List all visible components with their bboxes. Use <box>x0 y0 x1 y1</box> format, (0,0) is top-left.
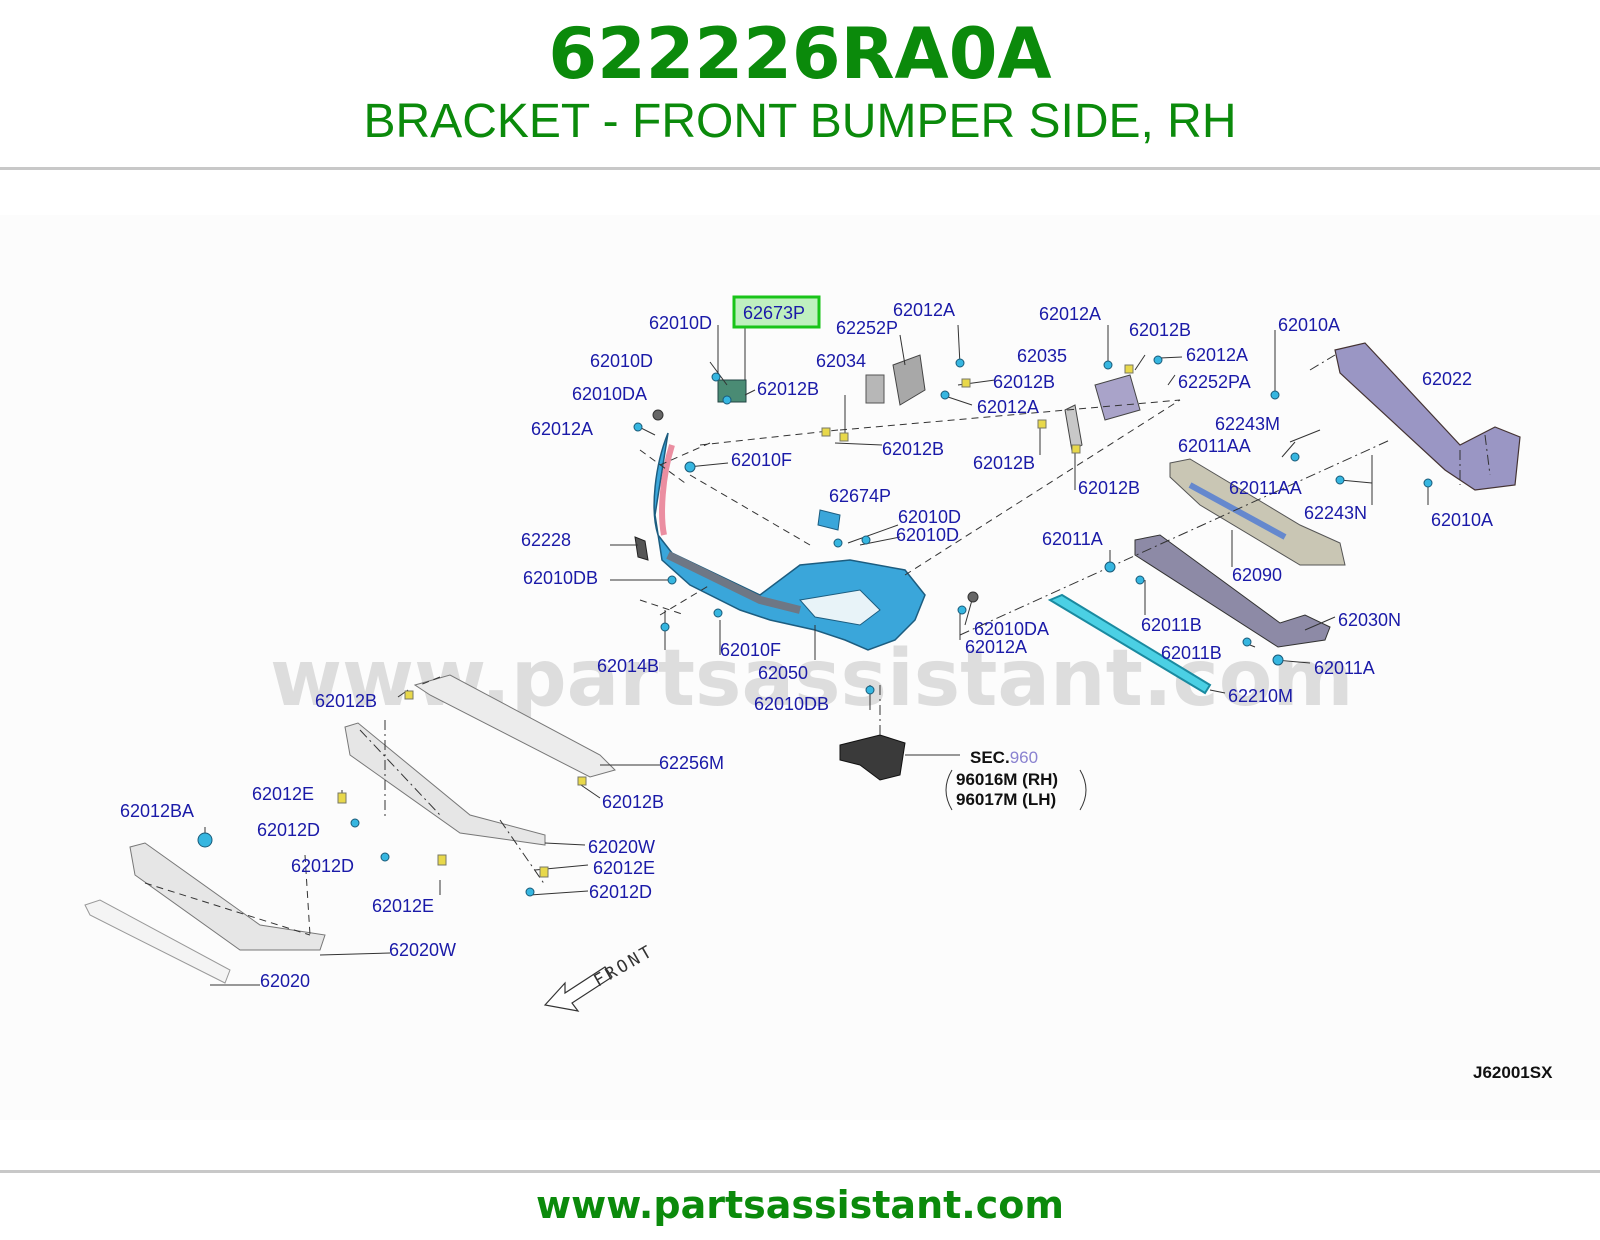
part-label[interactable]: 62243N <box>1304 503 1367 523</box>
exploded-parts-diagram: www.partsassistant.com <box>84 295 1553 1082</box>
part-label[interactable]: 62010DB <box>523 568 598 588</box>
part-label[interactable]: 62674P <box>829 486 891 506</box>
grille-62020w-upper <box>344 722 546 846</box>
footer-url-link[interactable]: www.partsassistant.com <box>536 1183 1064 1227</box>
bracket-62228 <box>634 536 649 561</box>
part-label[interactable]: 62012A <box>965 637 1027 657</box>
part-label[interactable]: 62010A <box>1431 510 1493 530</box>
part-label[interactable]: 62012D <box>589 882 652 902</box>
part-label[interactable]: 62011A <box>1314 658 1375 678</box>
part-label[interactable]: 62011AA <box>1229 478 1302 498</box>
part-label[interactable]: 62228 <box>521 530 571 550</box>
part-label[interactable]: 62020W <box>588 837 655 857</box>
part-label[interactable]: 62090 <box>1232 565 1282 585</box>
part-label[interactable]: 62010F <box>731 450 792 470</box>
highlighted-part-callout[interactable]: 62673P <box>732 295 821 329</box>
front-direction-indicator: FRONT <box>543 941 658 1012</box>
part-label[interactable]: 62020 <box>260 971 310 991</box>
sec-line-lh: 96017M (LH) <box>956 790 1056 809</box>
part-label[interactable]: 62011A <box>1042 529 1103 549</box>
part-label[interactable]: 62014B <box>597 656 659 676</box>
part-label[interactable]: 62010D <box>590 351 653 371</box>
part-label[interactable]: 62012D <box>257 820 320 840</box>
part-label[interactable]: 62012E <box>372 896 434 916</box>
part-label[interactable]: 62012A <box>977 397 1039 417</box>
part-label[interactable]: 62010A <box>1278 315 1340 335</box>
part-label[interactable]: 62012A <box>531 419 593 439</box>
svg-text:SEC.960: SEC.960 <box>970 748 1038 767</box>
front-text: FRONT <box>591 941 658 991</box>
sec-prefix: SEC. <box>970 748 1010 767</box>
part-label[interactable]: 62010DA <box>572 384 647 404</box>
part-label[interactable]: 62035 <box>1017 346 1067 366</box>
part-name-subtitle: BRACKET - FRONT BUMPER SIDE, RH <box>363 95 1237 148</box>
part-label[interactable]: 62010DA <box>974 619 1049 639</box>
part-label[interactable]: 62012E <box>593 858 655 878</box>
part-label[interactable]: 62010D <box>896 525 959 545</box>
part-label[interactable]: 62012B <box>602 792 664 812</box>
grille-62256m <box>413 674 616 778</box>
part-label[interactable]: 62011AA <box>1178 436 1251 456</box>
part-label[interactable]: 62012B <box>1078 478 1140 498</box>
front-bumper-fascia <box>653 432 926 651</box>
part-label[interactable]: 62012B <box>993 372 1055 392</box>
part-number-title: 622226RA0A <box>548 13 1052 95</box>
part-label[interactable]: 62050 <box>758 663 808 683</box>
part-label[interactable]: 62010F <box>720 640 781 660</box>
part-label[interactable]: 62012E <box>252 784 314 804</box>
part-label[interactable]: 62012B <box>757 379 819 399</box>
highlighted-part-label[interactable]: 62673P <box>743 303 805 323</box>
bracket-62034 <box>865 374 885 404</box>
bracket-62252p <box>892 354 926 406</box>
sec-line-rh: 96016M (RH) <box>956 770 1058 789</box>
part-label[interactable]: 62256M <box>659 753 724 773</box>
part-label[interactable]: 62022 <box>1422 369 1472 389</box>
lower-reinforcement-62030n <box>1134 534 1331 648</box>
bracket-62035 <box>1064 404 1083 452</box>
part-label[interactable]: 62243M <box>1215 414 1280 434</box>
part-label[interactable]: 62020W <box>389 940 456 960</box>
assembly-lines <box>144 354 1491 936</box>
part-label[interactable]: 62034 <box>816 351 866 371</box>
part-label[interactable]: 62252P <box>836 318 898 338</box>
part-label[interactable]: 62012A <box>1039 304 1101 324</box>
diagram-code: J62001SX <box>1473 1063 1553 1082</box>
fasteners <box>197 355 1433 897</box>
part-label[interactable]: 62012B <box>1129 320 1191 340</box>
part-label[interactable]: 62012BA <box>120 801 194 821</box>
bumper-reinforcement-62022 <box>1334 342 1521 491</box>
sec-number[interactable]: 960 <box>1010 748 1038 767</box>
part-label[interactable]: 62012A <box>1186 345 1248 365</box>
grille-62020 <box>129 842 326 951</box>
part-labels: 62010D 62252P 62012A 62012A 62012B 62010… <box>120 300 1493 991</box>
energy-absorber-62090 <box>1169 458 1346 566</box>
strip-62210m <box>1047 593 1212 695</box>
part-label[interactable]: 62012A <box>893 300 955 320</box>
part-label[interactable]: 62012B <box>973 453 1035 473</box>
part-label[interactable]: 62252PA <box>1178 372 1251 392</box>
bracket-upper <box>717 379 747 403</box>
diagram-canvas: www.partsassistant.com <box>0 215 1600 1120</box>
part-label[interactable]: 62011B <box>1161 643 1222 663</box>
part-label[interactable]: 62012B <box>315 691 377 711</box>
part-label[interactable]: 62010D <box>649 313 712 333</box>
front-arrow-icon <box>543 966 613 1012</box>
bracket-62674p <box>817 509 841 531</box>
section-reference: SEC.960 96016M (RH) 96017M (LH) <box>945 748 1087 811</box>
part-label[interactable]: 62010D <box>898 507 961 527</box>
bracket-62252pa <box>1094 374 1141 421</box>
part-label[interactable]: 62010DB <box>754 694 829 714</box>
grille-lower-strip <box>84 899 231 984</box>
page-header: 622226RA0A BRACKET - FRONT BUMPER SIDE, … <box>0 0 1600 170</box>
part-label[interactable]: 62012D <box>291 856 354 876</box>
footer-divider <box>0 1170 1600 1173</box>
part-label[interactable]: 62011B <box>1141 615 1202 635</box>
header-divider <box>0 167 1600 170</box>
part-label[interactable]: 62012B <box>882 439 944 459</box>
part-label[interactable]: 62210M <box>1228 686 1293 706</box>
deflector-sec960 <box>839 734 906 781</box>
part-label[interactable]: 62030N <box>1338 610 1401 630</box>
